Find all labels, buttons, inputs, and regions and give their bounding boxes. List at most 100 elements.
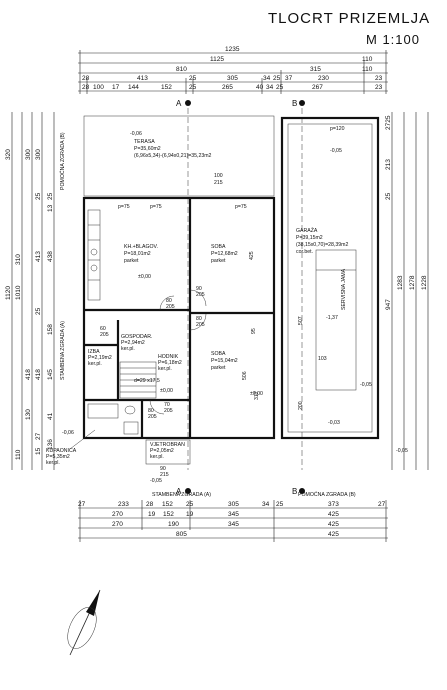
top-dim: 28 (82, 75, 90, 82)
top-dim: 265 (222, 84, 233, 91)
left-dim: 110 (15, 449, 22, 460)
top-dim: 144 (128, 84, 139, 91)
right-dim: 1283 (397, 275, 404, 290)
room-name: VJETROBRAN (150, 442, 185, 448)
zone-label: STAMBENA ZGRADA (A) (60, 321, 66, 380)
room-floor: cor.bet. (296, 249, 313, 255)
room-area: P=39,15m2 (296, 235, 323, 241)
top-dim: 37 (285, 75, 293, 82)
plan-scale: M 1:100 (366, 32, 420, 47)
left-dim: 25 (35, 307, 42, 315)
top-dim: 1125 (210, 56, 224, 63)
room-floor: ker.pl. (88, 361, 102, 367)
ground-levels: -0,06 -0,05 -0,03 -0,05 -0,05 ±0,00 (62, 382, 408, 484)
left-dim: 15 (35, 447, 42, 455)
right-dim: 2725 (385, 115, 392, 130)
right-dim: 947 (385, 299, 392, 310)
left-dim: 1120 (5, 286, 12, 300)
bathroom-fixtures (87, 403, 139, 435)
room-name: TERASA (134, 139, 155, 145)
bottom-dim: 345 (228, 511, 239, 518)
terrace: TERASA P=35,60m2 (6,96x5,34)-(6,94x0,21)… (83, 115, 275, 197)
bottom-dim: 425 (328, 531, 339, 538)
room-floor: ker.pl. (150, 454, 164, 460)
room-dim: 312 (254, 391, 260, 400)
top-dim: 230 (318, 75, 329, 82)
room-area: P=2,19m2 (88, 355, 112, 361)
room-calc: (38,15x0,70)=28,39m2 (296, 242, 348, 248)
opening-label: 90 (160, 466, 166, 472)
left-dim: 413 (35, 251, 42, 262)
right-dim: 1278 (409, 275, 416, 290)
room-dim: 506 (242, 371, 248, 380)
room-floor: ker.pl. (46, 460, 60, 466)
level-mark: -0,06 (62, 430, 74, 436)
top-dim: 100 (93, 84, 104, 91)
room-name: GARAŽA (296, 226, 318, 234)
top-dim: 40 (256, 84, 264, 91)
bottom-dim: 25 (276, 501, 284, 508)
room-labels-a: KH.+BLAGOV. P=18,01m2 parket ±0,00 SOBA … (46, 244, 238, 466)
top-dim: 23 (375, 75, 383, 82)
bottom-dim: 345 (228, 521, 239, 528)
right-dim: 1228 (421, 275, 428, 290)
opening-label: 215 (160, 472, 169, 478)
opening-label: p=75 (118, 204, 130, 210)
left-dim: 310 (15, 254, 22, 265)
room-floor: ker.pl. (121, 346, 135, 352)
top-dim: 413 (137, 75, 148, 82)
stair: d=29 x17,5 (119, 361, 160, 399)
room-area: P=2,05m2 (150, 448, 174, 454)
interior-dims: 425 312 506 95 (242, 251, 260, 400)
top-dim: 305 (227, 75, 238, 82)
left-dim: 418 (35, 369, 42, 380)
bottom-dim: 28 (146, 501, 154, 508)
left-dimension-chains: 1120 1010 320 300 310 418 130 110 300 25… (5, 112, 66, 470)
level-mark: -0,05 (396, 448, 408, 454)
right-dim: 213 (385, 159, 392, 170)
room-calc: (6,96x5,34)-(6,94x0,21)=35,23m2 (134, 153, 212, 159)
bottom-dim: 152 (163, 511, 174, 518)
room-floor: parket (211, 365, 226, 371)
left-dim: 136 (47, 439, 54, 450)
left-dim: 418 (25, 369, 32, 380)
door-annotations: p=75 p=75 p=75 p=120 100 215 90 205 80 2… (100, 126, 345, 478)
level-mark: -1,37 (326, 315, 338, 321)
left-dim: 1010 (15, 285, 22, 300)
room-name: SOBA (211, 244, 226, 250)
left-dim: 320 (5, 149, 12, 160)
right-dimension-chains: 1283 1278 1228 947 213 25 2725 (385, 112, 429, 470)
level-mark: ±0,00 (160, 388, 173, 394)
bottom-dim: 27 (78, 501, 86, 508)
level-mark: ±0,00 (138, 274, 151, 280)
opening-label: p=75 (150, 204, 162, 210)
section-b-bottom: B (292, 487, 297, 496)
room-name: HODNIK (158, 354, 179, 360)
opening-label: p=120 (330, 126, 345, 132)
garage: GARAŽA P=39,15m2 (38,15x0,70)=28,39m2 co… (280, 116, 380, 440)
bottom-dim: 190 (168, 521, 179, 528)
room-area: P=6,18m2 (158, 360, 182, 366)
room-area: P=35,60m2 (134, 146, 161, 152)
room-area: P=18,01m2 (124, 251, 151, 257)
building-a-walls (82, 196, 276, 465)
level-mark: -0,05 (330, 148, 342, 154)
top-dim: 17 (112, 84, 120, 91)
bottom-dim: 152 (162, 501, 173, 508)
bottom-dim: 19 (148, 511, 156, 518)
top-dim: 28 (82, 84, 90, 91)
room-name: KH.+BLAGOV. (124, 244, 158, 250)
opening-label: 205 (196, 322, 205, 328)
room-floor: parket (211, 258, 226, 264)
bottom-dim: 305 (228, 501, 239, 508)
zone-label: POMOĆNA ZGRADA (B) (298, 491, 356, 498)
section-markers: A B A B (176, 99, 305, 496)
zone-label: STAMBENA ZGRADA (A) (152, 492, 211, 498)
room-floor: parket (124, 258, 139, 264)
opening-label: 80 (196, 316, 202, 322)
opening-label: 205 (100, 332, 109, 338)
opening-label: 80 (148, 408, 154, 414)
opening-label: 205 (148, 414, 157, 420)
room-name: GOSPODAR. (121, 334, 152, 340)
room-name: IZBA (88, 349, 100, 355)
